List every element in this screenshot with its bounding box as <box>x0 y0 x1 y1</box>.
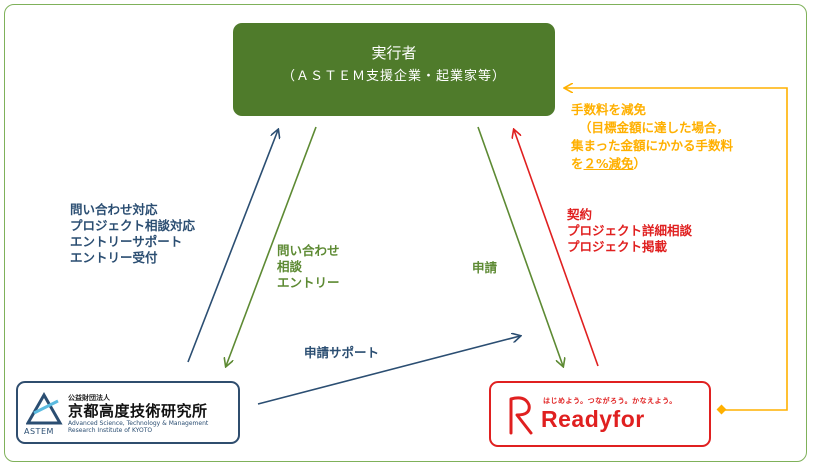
readyfor-logo-mark <box>509 396 533 435</box>
fee-line-4: を２%減免） <box>571 155 733 173</box>
executor-box: 実行者 （ＡＳＴＥＭ支援企業・起業家等） <box>233 23 555 116</box>
label-line: 相談 <box>277 259 303 274</box>
arrow-executor-to-astem <box>226 126 317 366</box>
label-readyfor-to-executor: 契約 プロジェクト詳細相談 プロジェクト掲載 <box>567 207 692 255</box>
label-astem-to-executor: 問い合わせ対応 プロジェクト相談対応 エントリーサポート エントリー受付 <box>70 202 195 266</box>
astem-english-line-1: Advanced Science, Technology & Managemen… <box>68 420 209 427</box>
label-line: 問い合わせ対応 <box>70 202 158 217</box>
astem-english-line-2: Research Institute of KYOTO <box>68 427 153 434</box>
diagram-frame <box>4 4 807 462</box>
fee-line-4-pre: を <box>571 156 584 171</box>
arrow-executor-to-readyfor <box>477 126 563 366</box>
fee-line-4-underlined: ２%減免 <box>583 156 634 171</box>
arrow-readyfor-to-executor <box>514 130 599 367</box>
arrow-astem-to-readyfor <box>257 336 520 405</box>
astem-box: 公益財団法人 京都高度技術研究所 Advanced Science, Techn… <box>16 381 240 444</box>
label-line: プロジェクト相談対応 <box>70 218 196 233</box>
label-line: エントリーサポート <box>70 234 183 249</box>
astem-legal-form: 公益財団法人 <box>68 394 110 402</box>
label-line: 問い合わせ <box>277 243 340 258</box>
executor-title: 実行者 <box>371 44 417 62</box>
fee-line-1: 手数料を減免 <box>571 102 647 117</box>
label-line: プロジェクト掲載 <box>567 239 668 254</box>
arrow-fee-reduction <box>565 88 788 411</box>
label-line: 契約 <box>567 207 593 222</box>
fee-arrow-start-diamond <box>716 404 727 415</box>
astem-name: 京都高度技術研究所 <box>68 402 208 420</box>
label-executor-to-readyfor: 申請 <box>472 260 498 275</box>
readyfor-tagline: はじめよう。つながろう。かなえよう。 <box>543 397 677 405</box>
executor-subtitle: （ＡＳＴＥＭ支援企業・起業家等） <box>281 69 506 84</box>
fee-line-4-post: ） <box>633 156 647 171</box>
label-line: プロジェクト詳細相談 <box>567 223 693 238</box>
label-executor-to-astem: 問い合わせ 相談 エントリー <box>277 243 340 291</box>
label-astem-to-readyfor: 申請サポート <box>304 345 380 360</box>
label-fee-reduction: 手数料を減免 （目標金額に達した場合， 集まった金額にかかる手数料 を２%減免） <box>571 101 733 173</box>
readyfor-wordmark: Readyfor <box>541 406 645 432</box>
fee-line-2: （目標金額に達した場合， <box>579 120 730 135</box>
label-line: エントリー受付 <box>70 250 158 265</box>
readyfor-box: はじめよう。つながろう。かなえよう。 Readyfor <box>489 381 711 447</box>
astem-wordmark: ASTEM <box>24 427 54 436</box>
fee-line-3: 集まった金額にかかる手数料 <box>571 138 734 153</box>
arrow-astem-to-executor <box>187 130 278 363</box>
astem-logo-mark <box>26 391 63 425</box>
label-line: エントリー <box>277 275 340 290</box>
